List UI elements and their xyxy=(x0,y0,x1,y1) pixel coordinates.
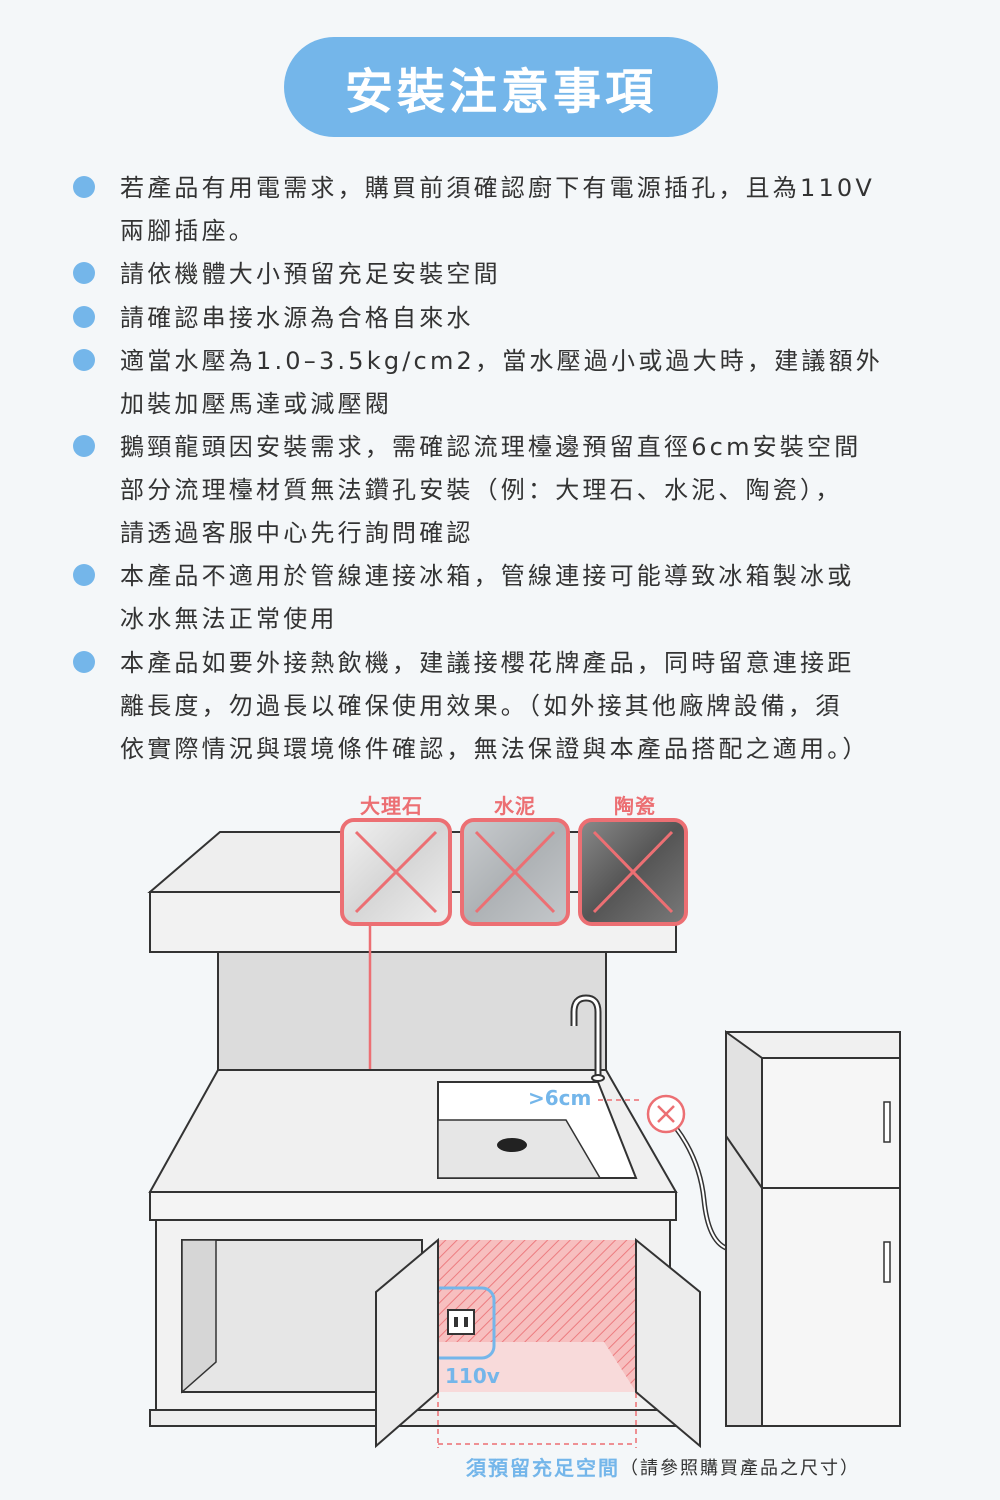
bullet-icon xyxy=(73,435,95,457)
installation-diagram: 大理石 水泥 陶瓷 >6cm 110v 須預留充足空間 （請參照購買產品之尺寸） xyxy=(0,780,1000,1500)
refrigerator xyxy=(725,1030,901,1427)
outlet-voltage-label: 110v xyxy=(445,1364,500,1388)
list-item: 若產品有用電需求，購買前須確認廚下有電源插孔，且為110V 兩腳插座。 xyxy=(73,167,940,253)
bullet-icon xyxy=(73,306,95,328)
material-label-cement: 水泥 xyxy=(494,794,536,818)
material-swatches xyxy=(340,818,688,926)
bullet-icon xyxy=(73,564,95,586)
note-text: 若產品有用電需求，購買前須確認廚下有電源插孔，且為110V 兩腳插座。 xyxy=(120,174,876,245)
note-text: 鵝頸龍頭因安裝需求，需確認流理檯邊預留直徑6cm安裝空間 部分流理檯材質無法鑽孔… xyxy=(120,433,862,547)
water-hose xyxy=(673,1126,728,1251)
sink xyxy=(437,1081,638,1179)
cabinet-doors xyxy=(375,1237,701,1449)
note-text: 請確認串接水源為合格自來水 xyxy=(120,304,474,332)
faucet-gap-label: >6cm xyxy=(528,1086,592,1110)
note-text: 本產品不適用於管線連接冰箱，管線連接可能導致冰箱製冰或 冰水無法正常使用 xyxy=(120,562,855,633)
list-item: 鵝頸龍頭因安裝需求，需確認流理檯邊預留直徑6cm安裝空間 部分流理檯材質無法鑽孔… xyxy=(73,426,940,555)
note-text: 本產品如要外接熱飲機，建議接櫻花牌產品，同時留意連接距 離長度，勿過長以確保使用… xyxy=(120,649,870,763)
page-title: 安裝注意事項 xyxy=(344,64,657,120)
bullet-icon xyxy=(73,349,95,371)
bullet-icon xyxy=(73,262,95,284)
note-text: 適當水壓為1.0–3.5kg/cm2，當水壓過小或過大時，建議額外 加裝加壓馬達… xyxy=(120,347,883,418)
material-label-marble: 大理石 xyxy=(360,794,423,818)
kitchen-illustration xyxy=(147,818,901,1449)
note-text: 請依機體大小預留充足安裝空間 xyxy=(120,260,501,288)
required-space-note: （請參照購買產品之尺寸） xyxy=(620,1458,860,1479)
list-item: 本產品如要外接熱飲機，建議接櫻花牌產品，同時留意連接距 離長度，勿過長以確保使用… xyxy=(73,642,940,771)
material-label-ceramic: 陶瓷 xyxy=(614,794,656,818)
list-item: 請依機體大小預留充足安裝空間 xyxy=(73,253,940,296)
required-space-label: 須預留充足空間 xyxy=(466,1456,620,1480)
title-banner: 安裝注意事項 xyxy=(284,37,718,137)
cross-icon xyxy=(646,1094,686,1134)
list-item: 本產品不適用於管線連接冰箱，管線連接可能導致冰箱製冰或 冰水無法正常使用 xyxy=(73,555,940,641)
bullet-icon xyxy=(73,651,95,673)
gooseneck-faucet xyxy=(570,994,605,1082)
list-item: 適當水壓為1.0–3.5kg/cm2，當水壓過小或過大時，建議額外 加裝加壓馬達… xyxy=(73,340,940,426)
list-item: 請確認串接水源為合格自來水 xyxy=(73,297,940,340)
bullet-icon xyxy=(73,176,95,198)
